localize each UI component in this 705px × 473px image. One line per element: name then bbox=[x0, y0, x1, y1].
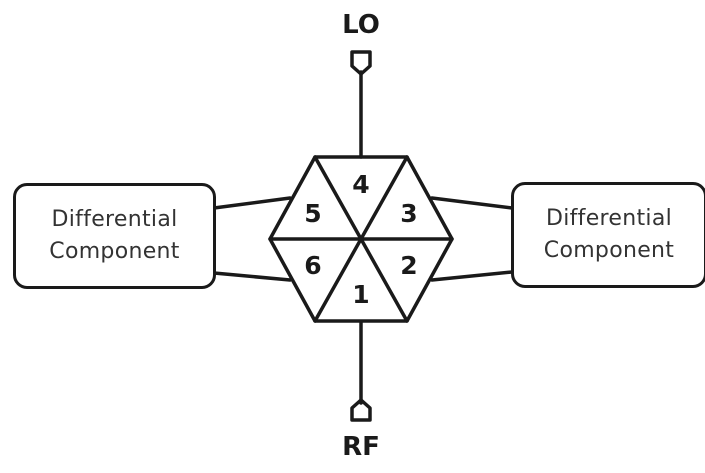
lo-connector bbox=[350, 50, 372, 76]
hex-divider-c bbox=[313, 155, 409, 323]
right-component-line2: Component bbox=[543, 238, 675, 263]
segment-label-2: 2 bbox=[400, 251, 417, 280]
lo-port-label: LO bbox=[342, 10, 380, 40]
right-differential-component: Differential Component bbox=[511, 182, 705, 288]
left-component-line1: Differential bbox=[51, 207, 178, 232]
segment-label-5: 5 bbox=[304, 199, 321, 228]
segment-label-3: 3 bbox=[400, 199, 417, 228]
left-component-line2: Component bbox=[49, 239, 180, 264]
right-wire-bottom bbox=[430, 270, 514, 282]
left-wire-bottom bbox=[212, 271, 292, 282]
rf-connector bbox=[350, 398, 372, 422]
segment-label-4: 4 bbox=[352, 170, 369, 199]
left-wire-top bbox=[212, 196, 292, 210]
segment-label-1: 1 bbox=[352, 280, 369, 309]
right-component-line1: Differential bbox=[545, 206, 673, 231]
left-differential-component: Differential Component bbox=[13, 183, 216, 289]
right-wire-top bbox=[430, 196, 514, 210]
segment-label-6: 6 bbox=[304, 251, 321, 280]
rf-port-label: RF bbox=[342, 432, 380, 462]
